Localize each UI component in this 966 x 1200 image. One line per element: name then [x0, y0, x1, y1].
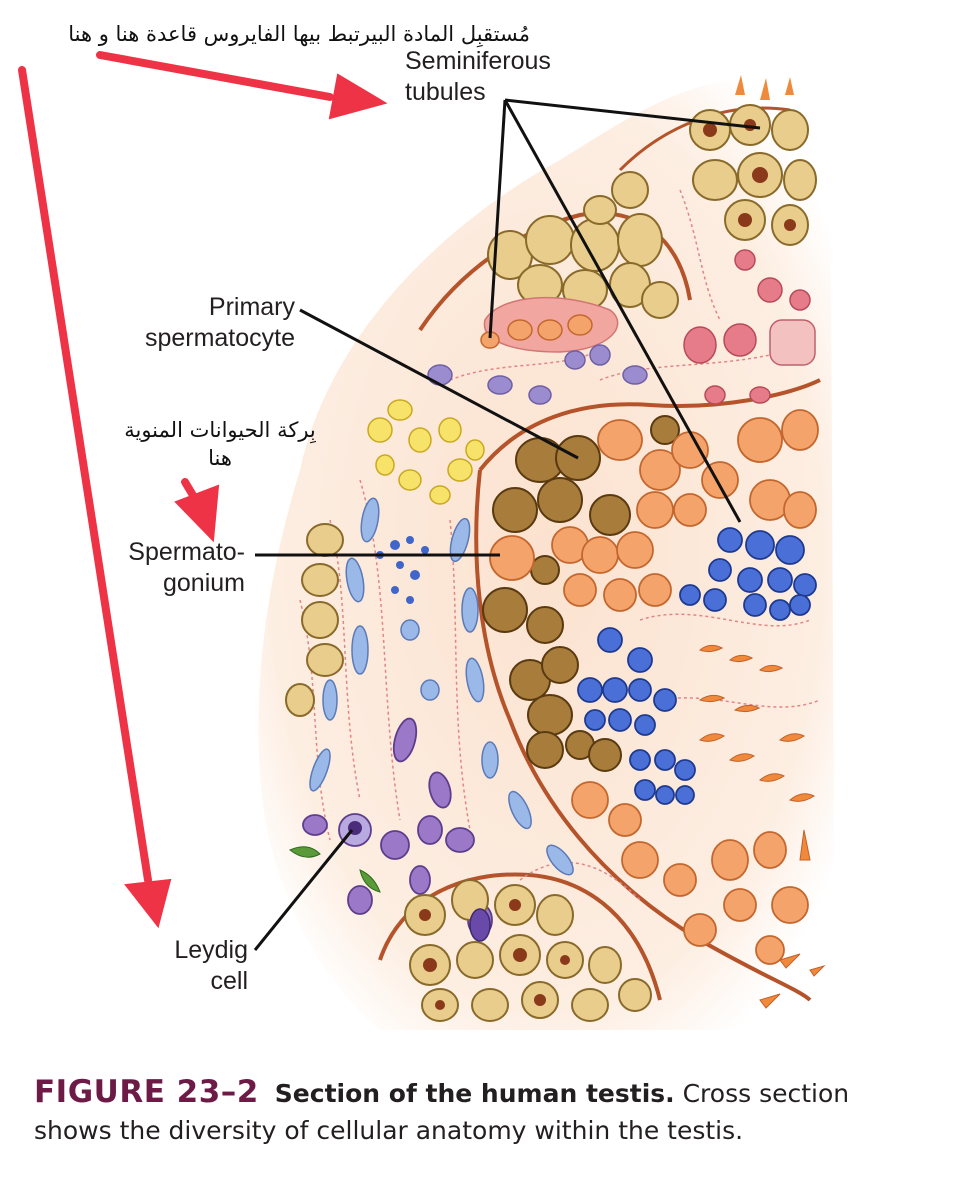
tubule-membrane-left: [474, 469, 812, 1002]
red-annotation-arrows: [18, 51, 388, 929]
leader-leydig: [253, 829, 354, 951]
arrow-long-shaft: [18, 66, 152, 884]
right-pink-vessel: [769, 319, 816, 366]
arabic-note-top: مُستقبِل المادة البيرتبط بيها الفايروس ق…: [68, 22, 530, 46]
leader-seminiferous-1: [504, 98, 761, 130]
label-spermatogonium: Spermato- gonium: [128, 538, 245, 597]
leader-seminiferous-2: [488, 99, 507, 339]
figure-caption: FIGURE 23–2 Section of the human testis.…: [34, 1074, 934, 1149]
tubule-membrane-middle: [478, 378, 821, 472]
lower-tubule-cells: [404, 879, 652, 1022]
lower-tubule-purple-cell: [469, 908, 491, 942]
right-pink-cells: [683, 249, 811, 405]
blue-spermatids: [577, 527, 817, 805]
yellow-cells: [367, 399, 485, 505]
figure-number: FIGURE 23–2: [34, 1074, 259, 1110]
label-leydig-cell: Leydig cell: [174, 936, 248, 995]
blue-interstitial-cells: [309, 497, 574, 876]
caption-text: Cross section shows the diversity of cel…: [34, 1079, 850, 1145]
tubule-membrane-upper: [418, 211, 692, 332]
caption-title: Section of the human testis.: [274, 1079, 675, 1108]
spermatogonia: [489, 409, 819, 965]
lower-tubule-nuclei: [419, 899, 570, 1010]
arrow-top-shaft: [96, 51, 334, 101]
upper-tubule-orange-cells: [480, 314, 593, 349]
spermatozoa-tails: [698, 644, 826, 1009]
label-primary-spermatocyte: Primary spermatocyte: [144, 293, 295, 352]
arabic-note-side-line2: هنا: [208, 446, 232, 470]
upper-tubule-cells: [487, 171, 679, 319]
arrow-long-head: [124, 878, 172, 929]
leader-lines: [253, 98, 761, 951]
arrow-top-head: [328, 73, 388, 120]
testis-illustration: [18, 51, 835, 1030]
leader-seminiferous-3: [503, 99, 742, 523]
arrow-side-head: [174, 484, 220, 543]
green-cells: [289, 846, 381, 893]
left-tan-cells: [285, 523, 344, 717]
leader-primary-spermatocyte: [299, 308, 579, 460]
arabic-note-side-line1: بِركة الحيوانات المنوية: [124, 418, 316, 442]
top-right-flagella: [735, 75, 794, 100]
label-seminiferous-tubules: Seminiferous tubules: [405, 47, 551, 106]
